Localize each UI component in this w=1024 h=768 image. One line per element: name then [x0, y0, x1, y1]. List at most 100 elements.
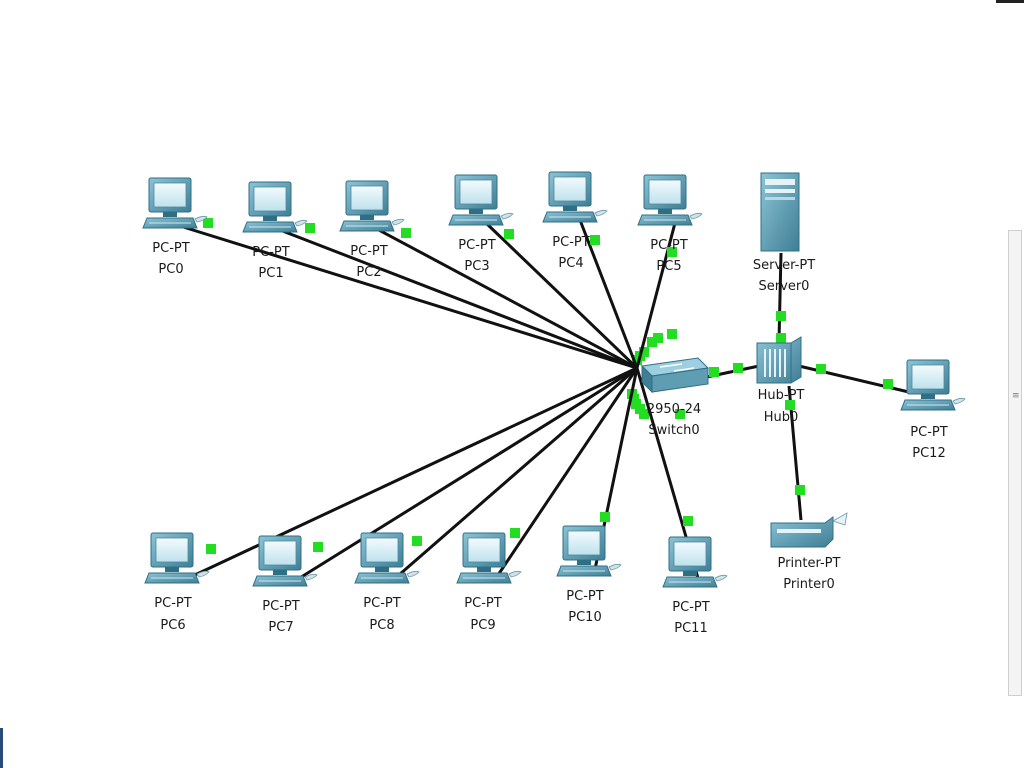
pc10-pc-icon[interactable] [556, 525, 622, 577]
cable-pc5-switch0[interactable] [635, 222, 677, 369]
pc0-name-label: PC0 [158, 262, 184, 277]
link-status-light [401, 228, 411, 238]
link-status-light [600, 512, 610, 522]
switch0-name-label: Switch0 [648, 423, 700, 438]
link-status-light [305, 223, 315, 233]
pc8-name-label: PC8 [369, 618, 395, 633]
pc9-pc-icon[interactable] [456, 532, 522, 584]
link-status-light [883, 379, 893, 389]
pc2-type-label: PC-PT [350, 244, 388, 259]
printer0-name-label: Printer0 [783, 577, 835, 592]
pc1-pc-icon[interactable] [242, 181, 308, 233]
link-status-light [667, 329, 677, 339]
link-status-light [683, 516, 693, 526]
cable-line[interactable] [492, 367, 639, 582]
pc11-name-label: PC11 [674, 621, 708, 636]
server0-name-label: Server0 [758, 279, 810, 294]
cable-hub0-pc12[interactable] [798, 364, 914, 395]
window-edge-mark [0, 728, 3, 768]
pc1-name-label: PC1 [258, 266, 284, 281]
link-status-light [709, 367, 719, 377]
link-status-light [785, 400, 795, 410]
cable-switch0-hub0[interactable] [701, 363, 760, 380]
link-status-light [206, 544, 216, 554]
cable-server0-hub0[interactable] [776, 252, 786, 343]
printer0-type-label: Printer-PT [777, 556, 841, 571]
cable-line[interactable] [289, 366, 638, 586]
hub0-hub-icon[interactable] [756, 336, 802, 384]
pc8-pc-icon[interactable] [354, 532, 420, 584]
link-status-light [647, 337, 657, 347]
link-status-light [675, 409, 685, 419]
cable-line[interactable] [181, 366, 638, 583]
pc0-type-label: PC-PT [152, 241, 190, 256]
pc9-name-label: PC9 [470, 618, 496, 633]
hub0-type-label: Hub-PT [757, 388, 805, 403]
pc7-pc-icon[interactable] [252, 535, 318, 587]
pc6-pc-icon[interactable] [144, 532, 210, 584]
link-status-light [816, 364, 826, 374]
pc5-type-label: PC-PT [650, 238, 688, 253]
pc3-type-label: PC-PT [458, 238, 496, 253]
link-status-light [653, 333, 663, 343]
link-status-light [504, 229, 514, 239]
pc3-name-label: PC3 [464, 259, 490, 274]
pc12-name-label: PC12 [912, 446, 946, 461]
pc9-type-label: PC-PT [464, 596, 502, 611]
pc7-name-label: PC7 [268, 620, 294, 635]
hub0-name-label: Hub0 [763, 410, 799, 425]
pc10-name-label: PC10 [568, 610, 602, 625]
pc10-type-label: PC-PT [566, 589, 604, 604]
link-status-light [639, 347, 649, 357]
pc8-type-label: PC-PT [363, 596, 401, 611]
pc7-type-label: PC-PT [262, 599, 300, 614]
pc12-pc-icon[interactable] [900, 359, 966, 411]
switch0-switch-icon[interactable] [640, 357, 710, 394]
pc11-type-label: PC-PT [672, 600, 710, 615]
link-status-light [667, 247, 677, 257]
link-status-light [639, 409, 649, 419]
cable-line[interactable] [179, 224, 638, 370]
cable-line[interactable] [391, 366, 638, 583]
pc2-pc-icon[interactable] [339, 180, 405, 232]
window-corner-mark [996, 0, 1024, 3]
pc5-pc-icon[interactable] [637, 174, 703, 226]
pc1-type-label: PC-PT [252, 245, 290, 260]
pc6-type-label: PC-PT [154, 596, 192, 611]
pc11-pc-icon[interactable] [662, 536, 728, 588]
link-status-light [510, 528, 520, 538]
vertical-scrollbar[interactable]: ≡ [1008, 230, 1022, 696]
cable-pc3-switch0[interactable] [484, 221, 657, 370]
pc0-pc-icon[interactable] [142, 177, 208, 229]
cable-line[interactable] [578, 219, 639, 369]
cable-hub0-printer0[interactable] [785, 385, 805, 521]
pc4-pc-icon[interactable] [542, 171, 608, 223]
link-status-light [795, 485, 805, 495]
cable-pc2-switch0[interactable] [376, 227, 649, 370]
cable-line[interactable] [279, 228, 638, 370]
pc12-type-label: PC-PT [910, 425, 948, 440]
device-layer [142, 171, 966, 588]
switch0-type-label: 2950-24 [646, 402, 702, 417]
link-status-light [776, 311, 786, 321]
cable-line[interactable] [484, 221, 639, 370]
link-status-light [412, 536, 422, 546]
pc4-type-label: PC-PT [552, 235, 590, 250]
pc3-pc-icon[interactable] [448, 174, 514, 226]
server0-type-label: Server-PT [752, 258, 816, 273]
pc5-name-label: PC5 [656, 259, 682, 274]
printer0-printer-icon[interactable] [770, 512, 848, 548]
link-status-light [733, 363, 743, 373]
pc4-name-label: PC4 [558, 256, 584, 271]
link-status-light [590, 235, 600, 245]
server0-server-icon[interactable] [760, 172, 800, 252]
cable-pc4-switch0[interactable] [578, 219, 663, 369]
link-status-light [313, 542, 323, 552]
cable-line[interactable] [777, 252, 783, 342]
link-status-light [203, 218, 213, 228]
scrollbar-grip-icon[interactable]: ≡ [1012, 391, 1020, 401]
pc6-name-label: PC6 [160, 618, 186, 633]
cable-line[interactable] [376, 227, 638, 370]
link-status-light [776, 333, 786, 343]
